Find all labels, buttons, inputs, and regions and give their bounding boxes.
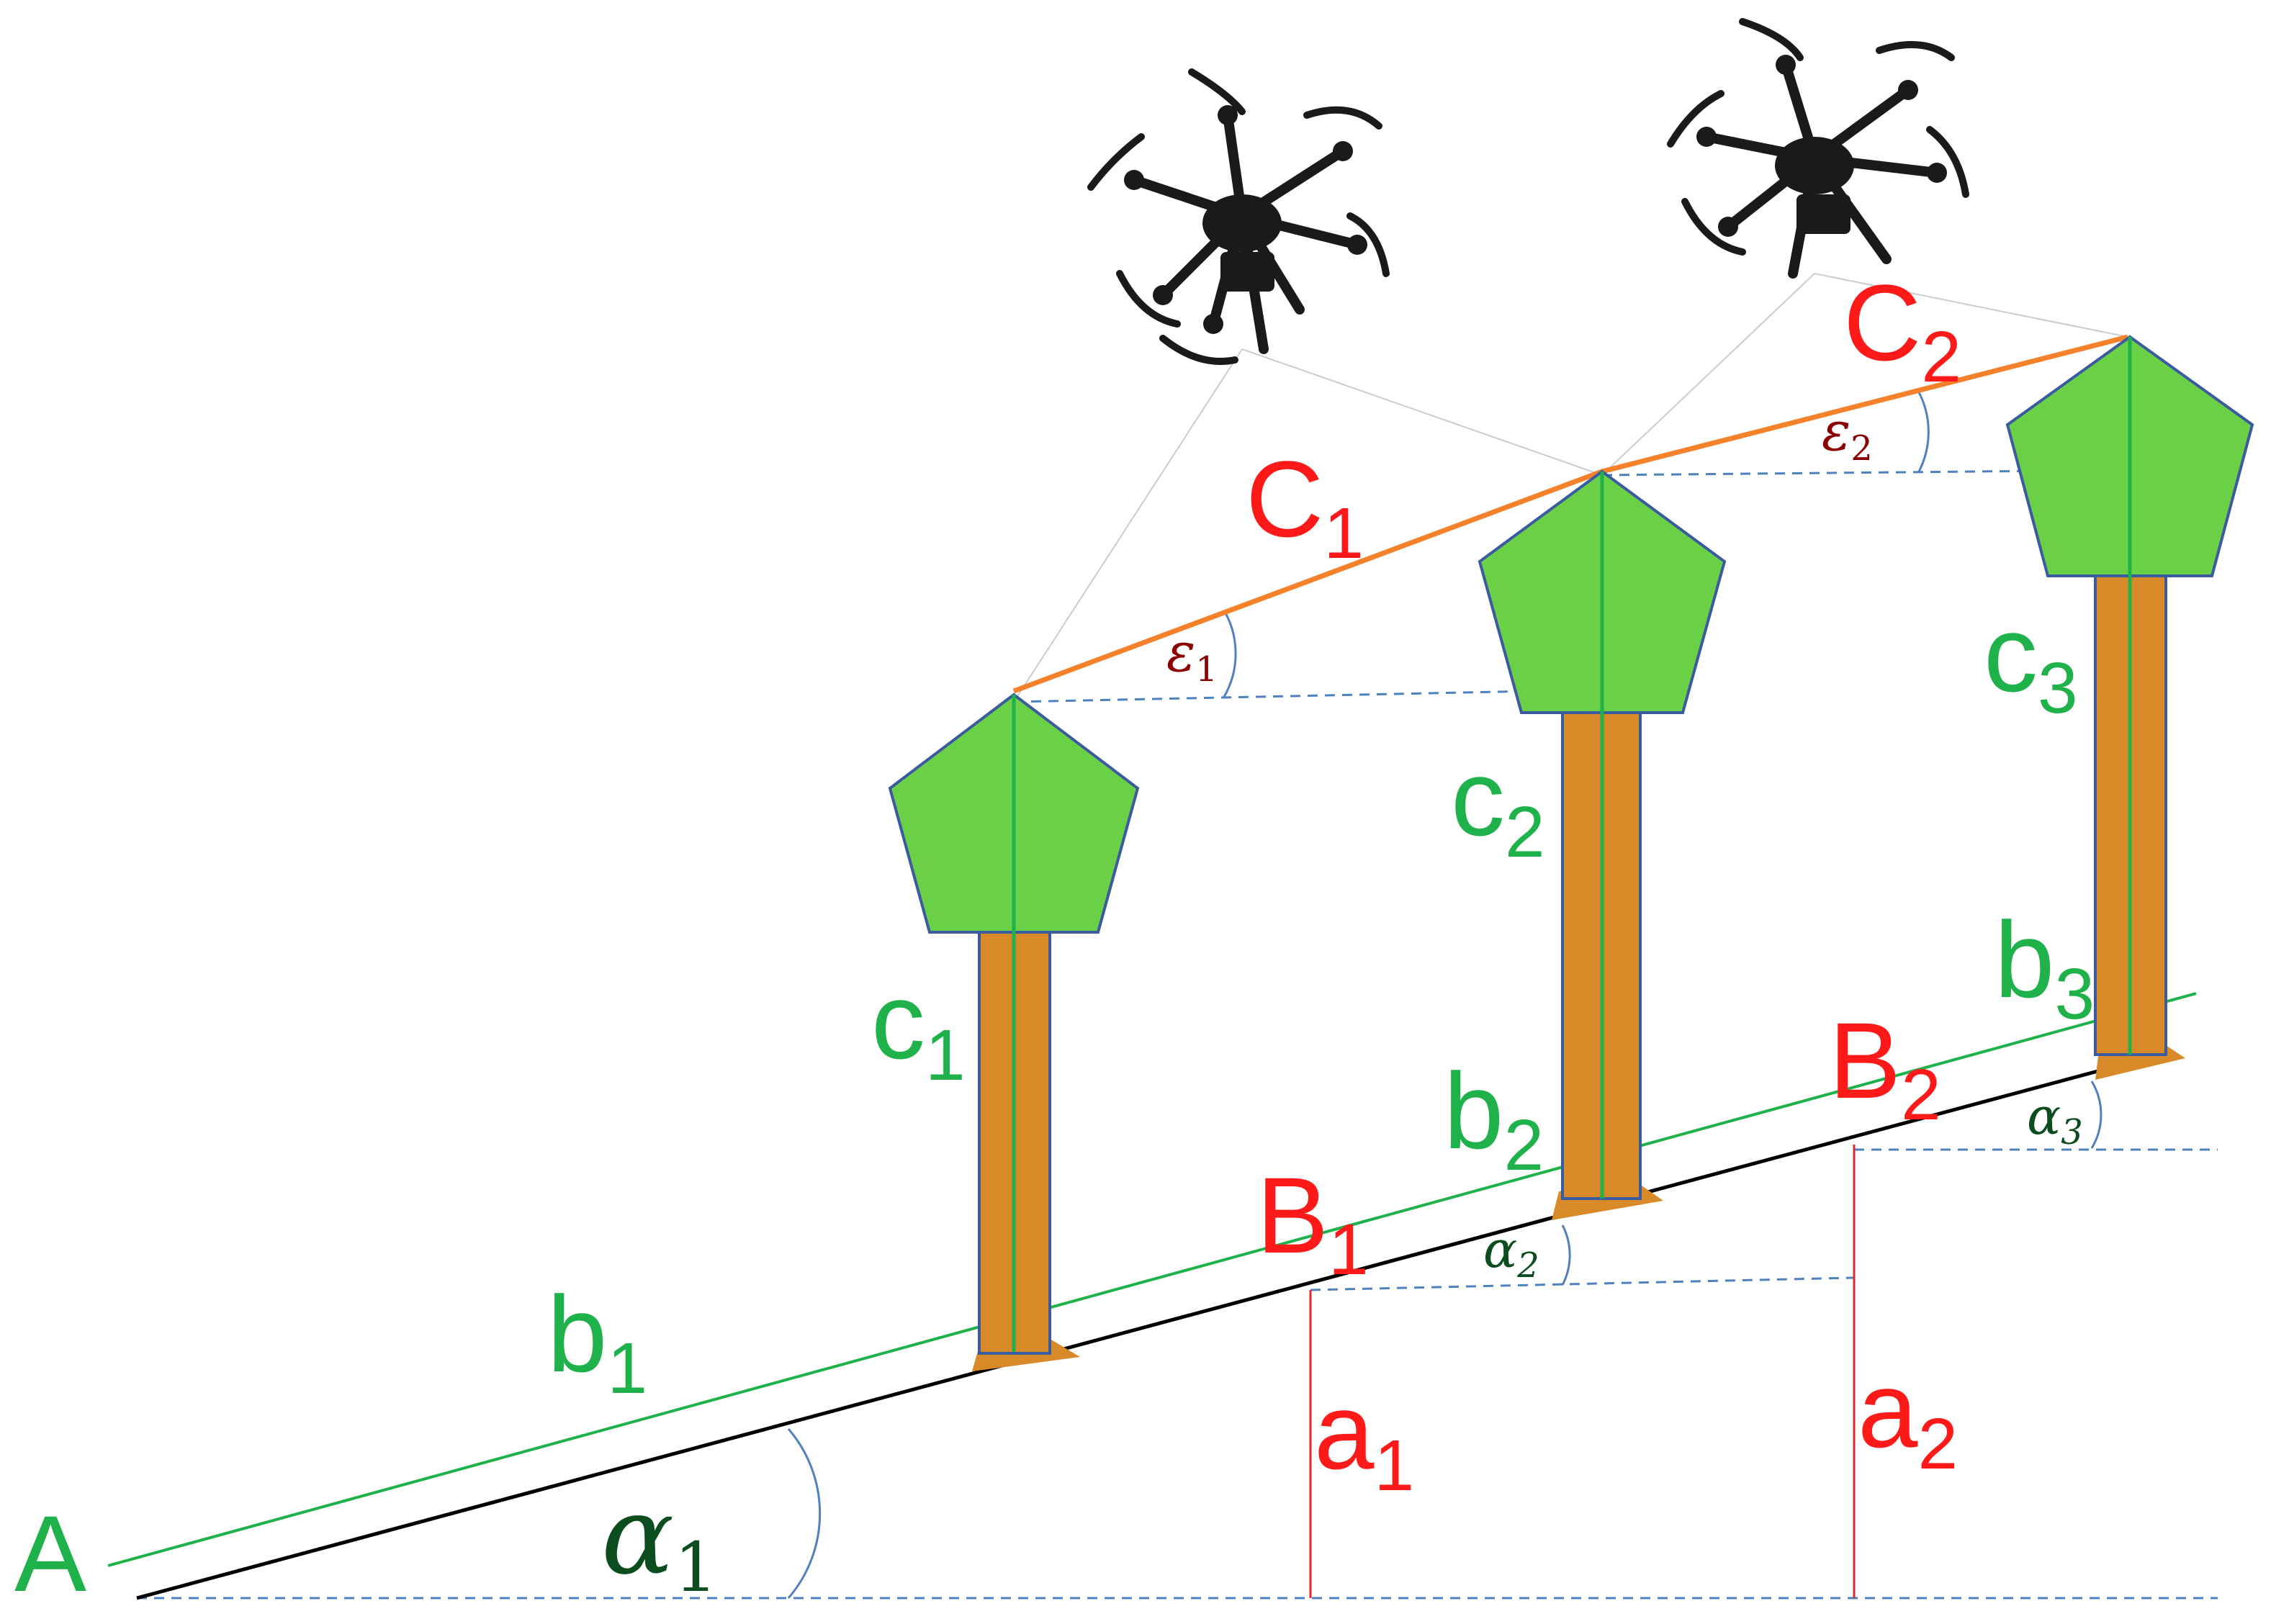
label-eps1: ε1 xyxy=(1166,621,1218,690)
slope-distance-line xyxy=(107,992,2197,1567)
label-b3: b3 xyxy=(1995,899,2095,1034)
label-c3: c3 xyxy=(1984,593,2078,728)
angle-arcs xyxy=(787,392,2103,1599)
label-c2: c2 xyxy=(1451,737,1545,872)
eps2-arc xyxy=(1917,392,1930,472)
label-C2: C2 xyxy=(1843,262,1961,397)
label-a2: a2 xyxy=(1858,1349,1958,1484)
tree-1 xyxy=(888,693,1140,1371)
vertical-drop-lines xyxy=(1309,1145,1856,1598)
label-c1: c1 xyxy=(871,960,966,1096)
tree1-top-dashed-line xyxy=(1013,688,1603,703)
sight-lines xyxy=(1013,273,2128,703)
labels: A B1 B2 C1 C2 b1 b2 b3 c1 c2 c3 xyxy=(14,262,2095,1614)
tree-2 xyxy=(1478,469,1727,1220)
b1-horizontal-dashed-line xyxy=(1310,1276,1855,1291)
eps1-arc xyxy=(1223,610,1237,698)
label-A: A xyxy=(14,1493,86,1614)
label-B2: B2 xyxy=(1829,1000,1941,1135)
label-eps2: ε2 xyxy=(1822,400,1873,469)
label-b2: b2 xyxy=(1444,1050,1544,1186)
label-C1: C1 xyxy=(1246,438,1364,574)
drone-2-icon xyxy=(1667,18,1969,279)
ground-slope-line xyxy=(136,1050,2168,1600)
label-alpha3: α3 xyxy=(2027,1087,2083,1152)
alpha3-arc xyxy=(2090,1081,2103,1149)
tree-3 xyxy=(2005,335,2254,1080)
label-alpha2: α2 xyxy=(1483,1220,1539,1286)
drone-1-icon xyxy=(1087,68,1390,365)
label-B1: B1 xyxy=(1256,1155,1369,1290)
label-alpha1: α1 xyxy=(601,1474,718,1607)
alpha1-arc xyxy=(787,1428,822,1599)
label-a1: a1 xyxy=(1314,1371,1414,1506)
alpha2-arc xyxy=(1561,1224,1571,1286)
label-b1: b1 xyxy=(547,1273,647,1409)
